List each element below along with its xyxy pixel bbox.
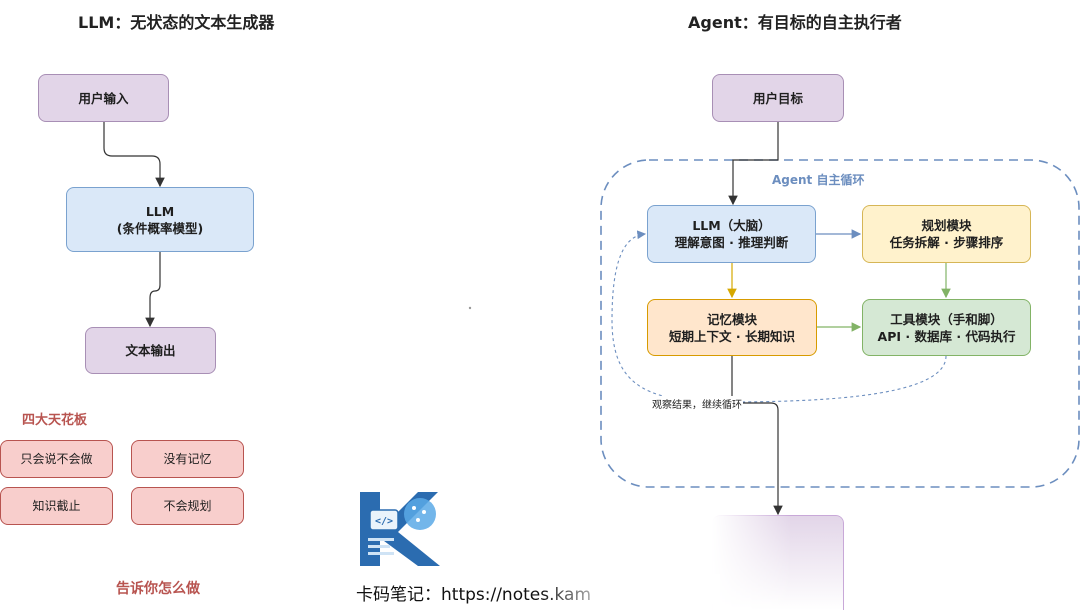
memory-label-line2: 短期上下文 · 长期知识 [669,328,795,344]
ceiling-item: 只会说不会做 [0,440,113,478]
agent-loop-container [600,159,1080,488]
ceiling-label: 没有记忆 [163,451,212,466]
planning-label-line1: 规划模块 [921,218,972,233]
user-goal-label: 用户目标 [752,90,803,106]
ceilings-title: 四大天花板 [22,413,88,428]
tools-label-line1: 工具模块（手和脚） [890,311,1003,327]
text-output-label: 文本输出 [125,343,176,358]
llm-model-node: LLM (条件概率模型) [66,187,254,252]
memory-node: 记忆模块 短期上下文 · 长期知识 [647,299,817,356]
brain-label-line1: LLM（大脑） [692,218,771,233]
ceiling-item: 不会规划 [131,487,244,525]
ceiling-item: 知识截止 [0,487,113,525]
memory-label-line1: 记忆模块 [706,311,757,327]
planning-node: 规划模块 任务拆解 · 步骤排序 [862,205,1031,263]
llm-model-label-line1: LLM [145,203,175,219]
agent-loop-label: Agent 自主循环 [772,173,865,187]
ceiling-item: 没有记忆 [131,440,244,478]
user-goal-node: 用户目标 [712,74,844,122]
brand-watermark-text: 卡码笔记：https://notes.kam [356,585,592,605]
user-input-node: 用户输入 [38,74,169,122]
arrow-feedback-loop [611,230,947,403]
ceiling-label: 不会规划 [163,498,212,513]
tools-node: 工具模块（手和脚） API · 数据库 · 代码执行 [862,299,1031,356]
tools-label-line2: API · 数据库 · 代码执行 [877,328,1016,344]
llm-section-title: LLM：无状态的文本生成器 [78,13,275,32]
text-output-node: 文本输出 [85,327,216,374]
llm-model-label-line2: (条件概率模型) [116,220,204,236]
arrow-goal-to-brain [728,122,779,206]
planning-label-line2: 任务拆解 · 步骤排序 [889,235,1004,250]
brain-node: LLM（大脑） 理解意图 · 推理判断 [647,205,816,263]
svg-text:</>: </> [375,516,393,527]
arrow-input-to-llm [103,122,165,188]
arrow-memory-to-output [731,356,783,516]
observe-result-label: 观察结果，继续循环 [651,396,743,411]
arrow-llm-to-output [145,252,161,328]
agent-section-title: Agent：有目标的自主执行者 [688,13,902,32]
brand-logo-icon: </> [360,492,440,566]
ceiling-label: 只会说不会做 [20,451,93,466]
bottom-note: 告诉你怎么做 [116,581,200,597]
ceiling-label: 知识截止 [32,498,81,513]
faded-output-node [712,515,844,610]
brain-label-line2: 理解意图 · 推理判断 [674,235,789,250]
user-input-label: 用户输入 [78,90,129,106]
